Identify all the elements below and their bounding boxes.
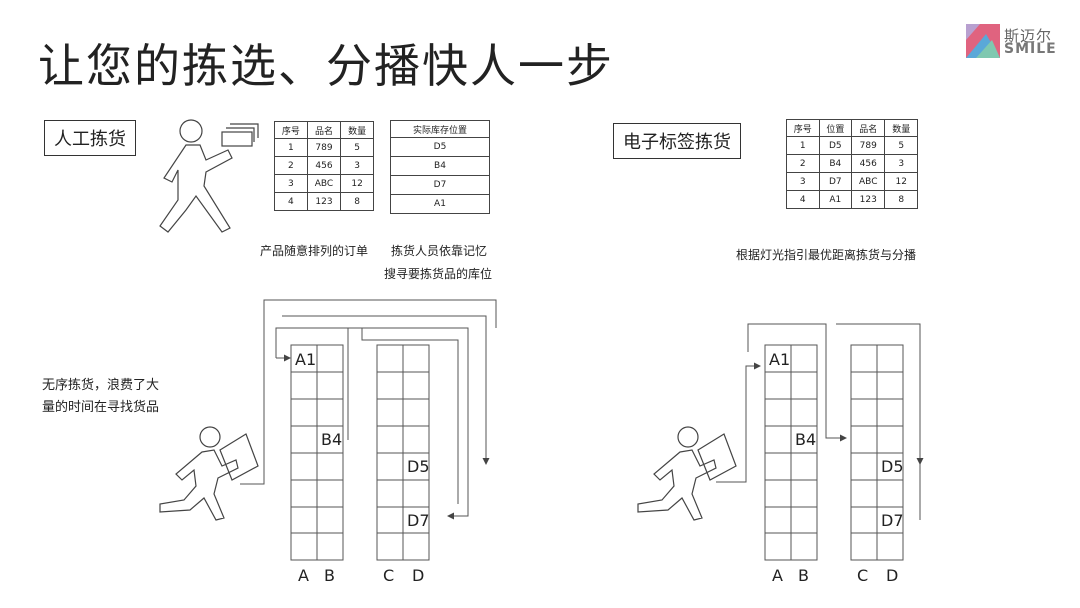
electronic-label-picking-heading: 电子标签拣货 [613, 123, 741, 159]
smile-logo: 斯迈尔 SMILE [966, 24, 1056, 60]
table-cell: 1 [274, 138, 308, 157]
waste-note-line2: 量的时间在寻找货品 [42, 400, 160, 415]
slide-title: 让您的拣选、分播快人一步 [38, 39, 614, 93]
shelf-label-b4: B4 [321, 430, 343, 449]
shelf-label-d5: D5 [881, 457, 904, 476]
column-letter-a: A [298, 566, 309, 585]
logo-chinese-text: 斯迈尔 [1004, 27, 1053, 45]
column-letter-d: D [412, 566, 425, 585]
logo-english-text: SMILE [1004, 41, 1057, 57]
running-person-icon [637, 426, 737, 521]
column-letter-a: A [772, 566, 783, 585]
actual-location-table: 实际库存位置 D5 B4 D7 A1 [390, 120, 490, 214]
caption-memory-line2: 搜寻要拣货品的库位 [384, 267, 493, 281]
table-cell: 123 [851, 190, 886, 209]
shelf-label-a1: A1 [769, 350, 791, 369]
table-cell: A1 [390, 194, 490, 214]
waste-note: 无序拣货，浪费了大 量的时间在寻找货品 [42, 375, 159, 419]
caption-memory-line1: 拣货人员依靠记忆 [391, 244, 488, 258]
shelf-label-d7: D7 [407, 511, 430, 530]
electronic-shelf-cd [850, 344, 904, 561]
manual-shelf-cd [376, 344, 430, 561]
column-letter-b: B [324, 566, 335, 585]
column-letter-b: B [798, 566, 809, 585]
shelf-label-a1: A1 [295, 350, 317, 369]
shelf-label-b4: B4 [795, 430, 817, 449]
running-person-icon [159, 426, 259, 521]
waste-note-line1: 无序拣货，浪费了大 [42, 378, 160, 393]
optimized-route-lines [716, 323, 924, 520]
table-cell: 8 [884, 190, 918, 209]
logo-mark-icon [966, 24, 1000, 58]
column-letter-d: D [886, 566, 899, 585]
shelf-label-d7: D7 [881, 511, 904, 530]
manual-picking-heading: 人工拣货 [44, 120, 136, 156]
walking-person-icon [159, 119, 259, 233]
manual-shelf-ab [290, 344, 344, 561]
electronic-shelf-ab [764, 344, 818, 561]
column-letter-c: C [857, 566, 869, 585]
column-letter-c: C [383, 566, 395, 585]
table-cell: 8 [340, 192, 374, 211]
caption-random-order: 产品随意排列的订单 [260, 244, 369, 258]
caption-light-guided: 根据灯光指引最优距离拣货与分播 [736, 248, 917, 262]
table-cell: 4 [274, 192, 308, 211]
table-cell: A1 [818, 190, 853, 209]
manual-route-lines [240, 299, 497, 520]
table-cell: ABC [851, 172, 886, 191]
table-cell: 123 [306, 192, 342, 211]
shelf-label-d5: D5 [407, 457, 430, 476]
